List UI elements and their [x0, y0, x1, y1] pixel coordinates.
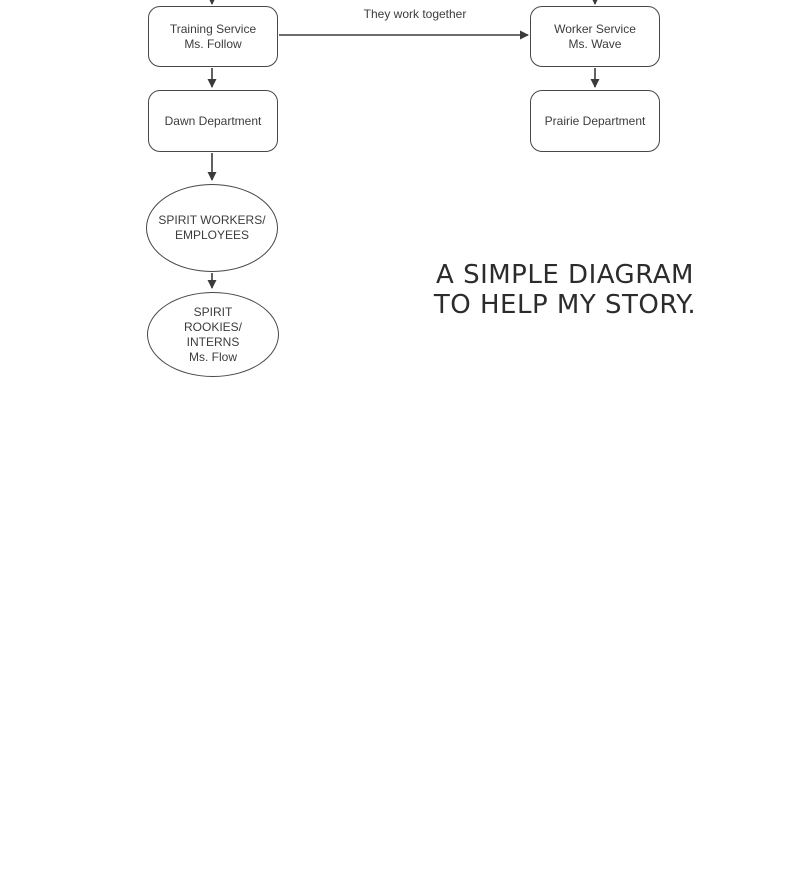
node-prairie-department: Prairie Department [530, 90, 660, 152]
node-dawn-department-label: Dawn Department [164, 113, 262, 128]
node-worker-service: Worker Service Ms. Wave [530, 6, 660, 67]
node-spirit-workers-label: SPIRIT WORKERS/ EMPLOYEES [158, 213, 266, 242]
node-spirit-rookies-label: SPIRIT ROOKIES/ INTERNS Ms. Flow [183, 304, 242, 364]
node-spirit-rookies: SPIRIT ROOKIES/ INTERNS Ms. Flow [147, 292, 279, 377]
node-training-service-label: Training Service Ms. Follow [169, 21, 257, 51]
node-dawn-department: Dawn Department [148, 90, 278, 152]
node-training-service: Training Service Ms. Follow [148, 6, 278, 67]
node-worker-service-label: Worker Service Ms. Wave [554, 21, 636, 51]
caption-text: A SIMPLE DIAGRAM TO HELP MY STORY. [433, 260, 697, 320]
node-spirit-workers: SPIRIT WORKERS/ EMPLOYEES [146, 184, 278, 272]
edge-label-they-work-together: They work together [363, 7, 467, 21]
node-prairie-department-label: Prairie Department [544, 113, 646, 128]
